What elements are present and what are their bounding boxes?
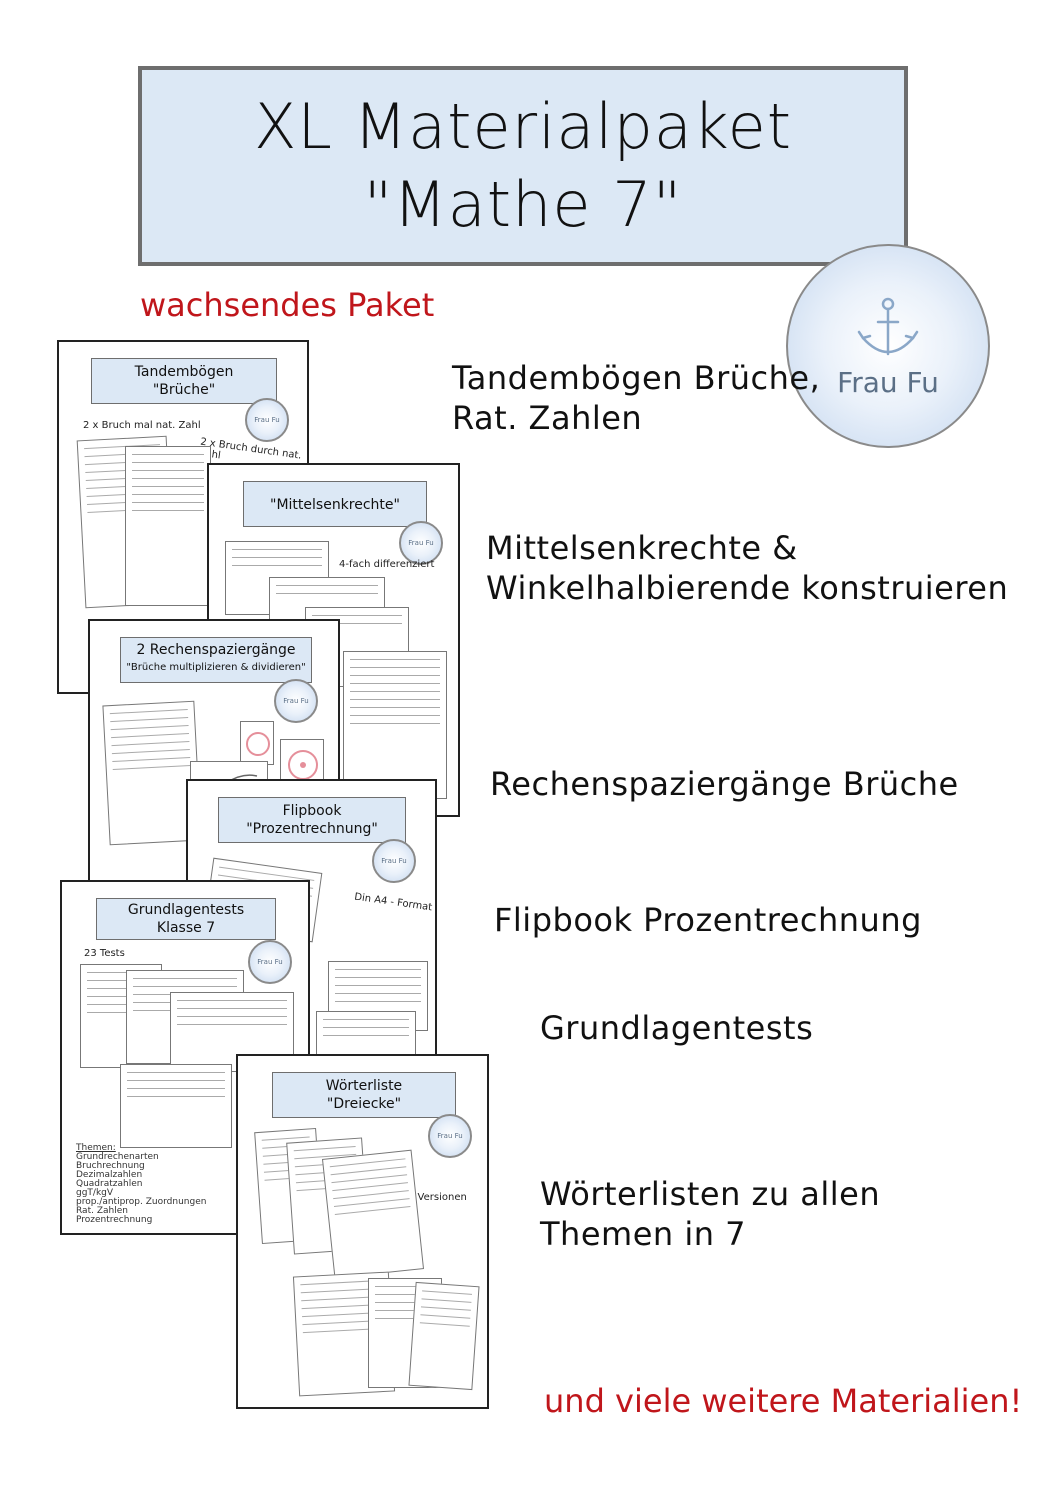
item-label-line: Tandembögen Brüche,	[452, 359, 821, 397]
mini-logo: Frau Fu	[248, 940, 292, 984]
sheet-note: 23 Tests	[84, 948, 125, 959]
frau-fu-logo: Frau Fu	[786, 244, 990, 448]
sheet-note: Din A4 - Format	[353, 891, 433, 914]
item-label-rechen: Rechenspaziergänge Brüche	[490, 765, 959, 803]
themes-heading: Themen:	[76, 1143, 116, 1153]
item-label-line: Winkelhalbierende konstruieren	[486, 569, 1009, 607]
sheet-title-line: "Dreiecke"	[326, 1096, 402, 1112]
mini-logo: Frau Fu	[428, 1114, 472, 1158]
mini-page	[170, 992, 294, 1072]
item-label-tandem: Tandembögen Brüche, Rat. Zahlen	[452, 358, 820, 438]
sheet-title-line: Grundlagentests	[127, 902, 245, 918]
theme-item: Grundrechenarten	[76, 1152, 159, 1162]
mini-page	[321, 1149, 425, 1279]
sheet-title-line: Tandembögen	[134, 364, 234, 380]
sheet-title-line: "Brüche multiplizieren & dividieren"	[126, 662, 306, 673]
sheet-title-line: Flipbook	[282, 803, 342, 819]
item-label-grund: Grundlagentests	[540, 1009, 814, 1047]
sheet-title-line: "Prozentrechnung"	[246, 821, 378, 837]
sheet-title-line: 2 Rechenspaziergänge	[136, 642, 296, 658]
item-label-line: Rat. Zahlen	[452, 399, 643, 437]
sheet-title: "Mittelsenkrechte"	[243, 481, 427, 527]
sheet-title: Grundlagentests Klasse 7	[96, 898, 276, 940]
mini-logo-text: Frau Fu	[437, 1132, 463, 1140]
theme-item: Dezimalzahlen	[76, 1170, 143, 1180]
mini-logo-text: Frau Fu	[283, 697, 309, 705]
mini-logo: Frau Fu	[399, 521, 443, 565]
item-label-woerter: Wörterlisten zu allen Themen in 7	[540, 1174, 880, 1254]
mini-logo: Frau Fu	[372, 839, 416, 883]
sheet-title-line: "Mittelsenkrechte"	[270, 497, 400, 513]
theme-item: prop./antiprop. Zuordnungen	[76, 1197, 207, 1207]
sheet-title: Flipbook "Prozentrechnung"	[218, 797, 406, 843]
item-label-mittel: Mittelsenkrechte & Winkelhalbierende kon…	[486, 528, 1008, 608]
theme-item: Bruchrechnung	[76, 1161, 145, 1171]
flower-icon	[246, 732, 270, 756]
mini-logo-text: Frau Fu	[257, 958, 283, 966]
sheet-title-line: Klasse 7	[156, 920, 216, 936]
item-label-line: Themen in 7	[540, 1215, 747, 1253]
title-line-2: "Mathe 7"	[363, 168, 683, 241]
sheet-title: 2 Rechenspaziergänge "Brüche multiplizie…	[120, 637, 312, 683]
mini-page	[408, 1281, 480, 1391]
sheet-title: Tandembögen "Brüche"	[91, 358, 277, 404]
title-line-1: XL Materialpaket	[253, 90, 793, 163]
mini-page	[125, 446, 211, 606]
sheet-title-line: "Brüche"	[152, 382, 216, 398]
sheet-woerter: Wörterliste "Dreiecke" Frau Fu 2 Version…	[236, 1054, 489, 1409]
sheet-note: 2 Versionen	[408, 1192, 467, 1203]
mini-logo-text: Frau Fu	[381, 857, 407, 865]
themes-list: Themen: Grundrechenarten Bruchrechnung D…	[76, 1144, 206, 1225]
sheet-note: 4-fach differenziert	[339, 559, 435, 570]
sheet-title: Wörterliste "Dreiecke"	[272, 1072, 456, 1118]
mini-page	[120, 1064, 232, 1148]
item-label-line: Wörterlisten zu allen	[540, 1175, 881, 1213]
title-box: XL Materialpaket "Mathe 7"	[138, 66, 908, 266]
theme-item: Prozentrechnung	[76, 1215, 153, 1225]
sheet-title-line: Wörterliste	[325, 1078, 403, 1094]
mini-page	[240, 721, 274, 765]
mini-logo-text: Frau Fu	[408, 539, 434, 547]
mini-logo-text: Frau Fu	[254, 416, 280, 424]
theme-item: ggT/kgV	[76, 1188, 114, 1198]
theme-item: Quadratzahlen	[76, 1179, 143, 1189]
anchor-icon	[857, 297, 919, 355]
footer-text: und viele weitere Materialien!	[544, 1382, 1023, 1420]
mini-page	[343, 651, 447, 799]
item-label-flip: Flipbook Prozentrechnung	[494, 901, 922, 939]
subtitle: wachsendes Paket	[140, 286, 435, 324]
logo-text: Frau Fu	[837, 365, 939, 399]
sheet-rechen: 2 Rechenspaziergänge "Brüche multiplizie…	[88, 619, 340, 889]
mini-logo: Frau Fu	[274, 679, 318, 723]
item-label-line: Mittelsenkrechte &	[486, 529, 798, 567]
mini-logo: Frau Fu	[245, 398, 289, 442]
theme-item: Rat. Zahlen	[76, 1206, 128, 1216]
sheet-note: 2 x Bruch mal nat. Zahl	[83, 420, 201, 431]
